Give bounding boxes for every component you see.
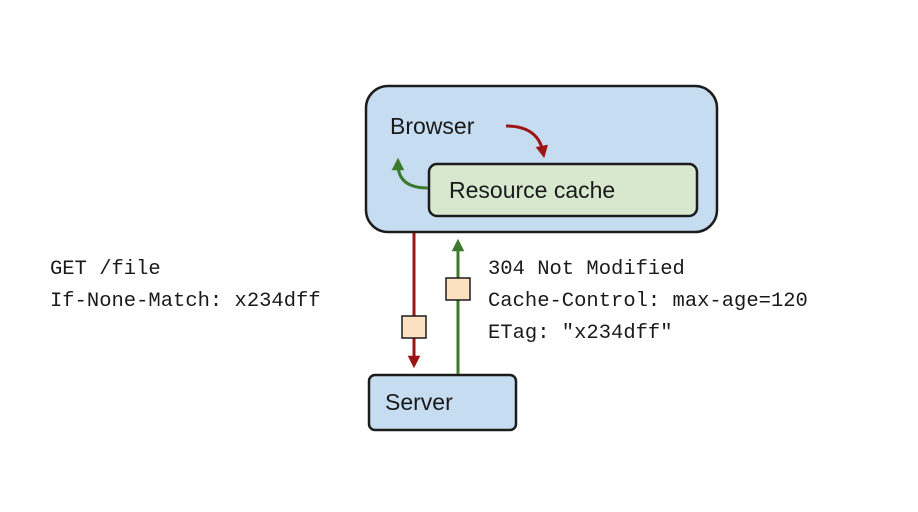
request-line-2: If-None-Match: x234dff: [50, 290, 321, 313]
response-line-2: Cache-Control: max-age=120: [488, 290, 808, 313]
request-line-1: GET /file: [50, 258, 161, 281]
response-line-1: 304 Not Modified: [488, 258, 685, 281]
request-packet: [401, 315, 427, 339]
response-line-3: ETag: "x234dff": [488, 322, 673, 345]
response-text: 304 Not Modified Cache-Control: max-age=…: [488, 258, 808, 345]
resource-cache-box: [427, 162, 699, 218]
request-text: GET /file If-None-Match: x234dff: [50, 258, 321, 313]
response-packet: [445, 277, 471, 301]
browser-label: Browser: [390, 113, 475, 139]
server-box: [367, 373, 518, 432]
server-label: Server: [385, 389, 453, 415]
cache-to-browser-arrow: [391, 157, 429, 190]
resource-cache-label: Resource cache: [449, 177, 615, 203]
browser-to-cache-arrow: [505, 124, 548, 159]
server-node: Server: [367, 373, 518, 432]
resource-cache-node: Resource cache: [427, 162, 699, 218]
